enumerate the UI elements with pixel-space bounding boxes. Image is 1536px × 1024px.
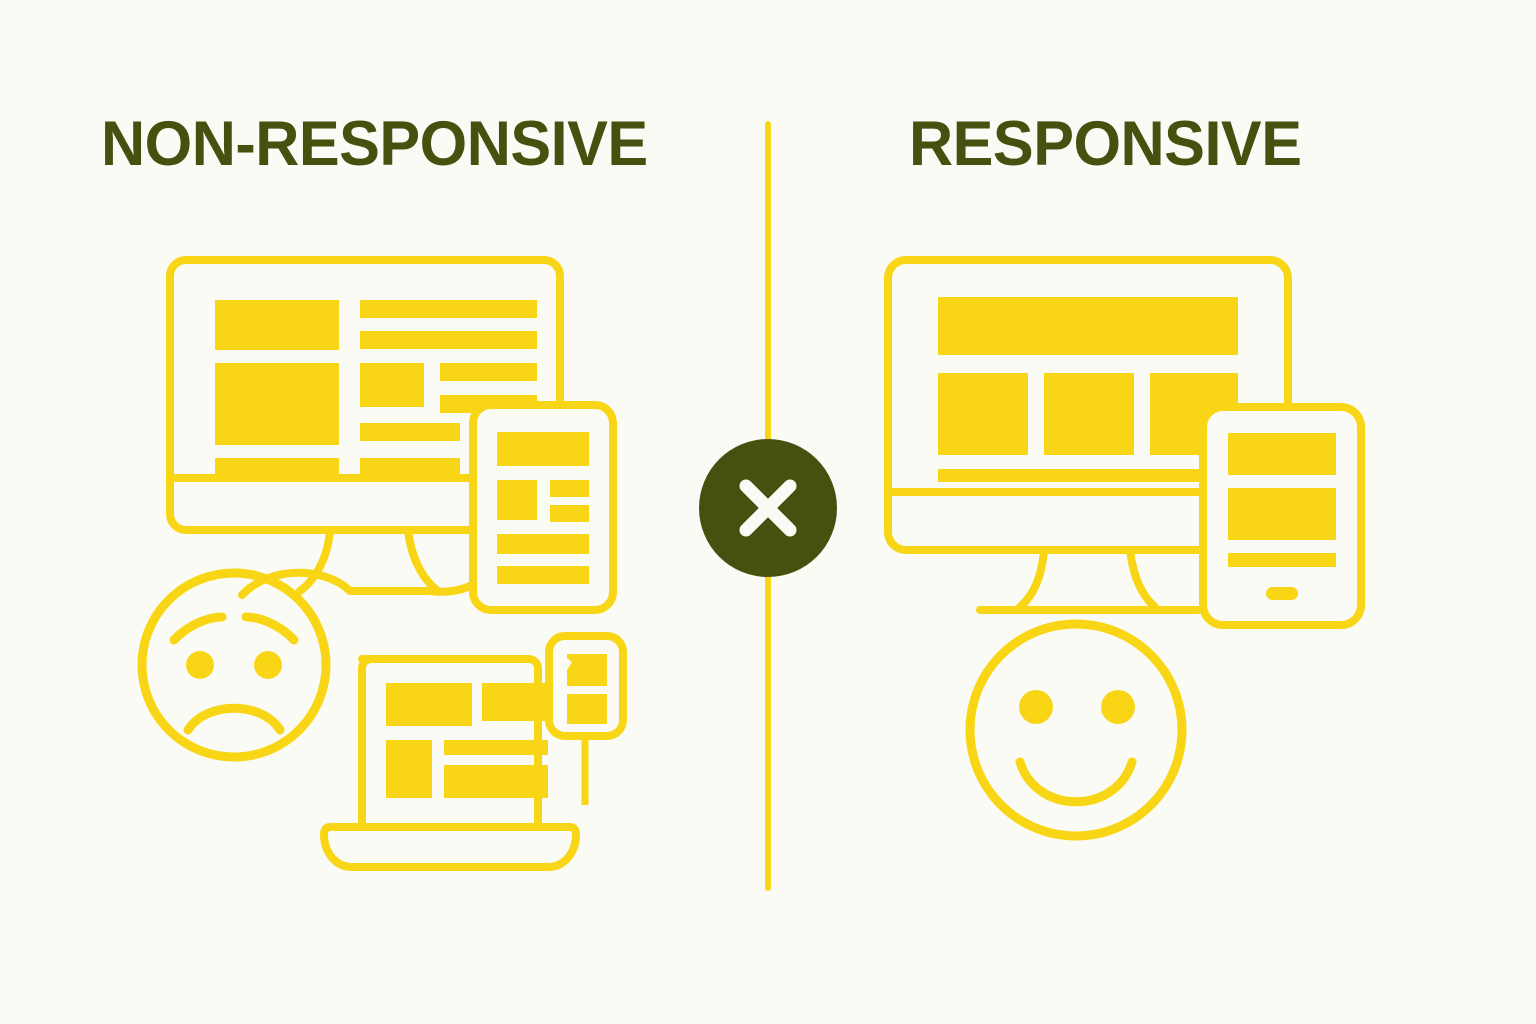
divider-badge: [699, 439, 837, 577]
non-responsive-illustration: [137, 256, 627, 871]
laptop-icon: [320, 655, 580, 871]
monitor-screen-content-cluttered: [215, 300, 537, 474]
phone-screen-content-clipped: [567, 654, 607, 724]
panel-title-responsive: RESPONSIVE: [909, 109, 1302, 179]
home-button-indicator: [1266, 587, 1298, 600]
happy-face-icon: [965, 619, 1187, 841]
panel-responsive: RESPONSIVE: [768, 0, 1536, 1024]
monitor-screen-content-clean: [938, 297, 1238, 482]
tablet-screen-content-fluid: [1228, 433, 1336, 600]
laptop-screen-content-overlapping: [386, 683, 548, 798]
sad-face-icon: [137, 568, 331, 762]
panel-title-non-responsive: NON-RESPONSIVE: [101, 109, 648, 179]
responsive-illustration: [884, 256, 1365, 841]
panel-non-responsive: NON-RESPONSIVE: [101, 109, 648, 871]
tablet-screen-content-cramped: [497, 432, 589, 584]
x-cross-icon: [739, 479, 797, 537]
